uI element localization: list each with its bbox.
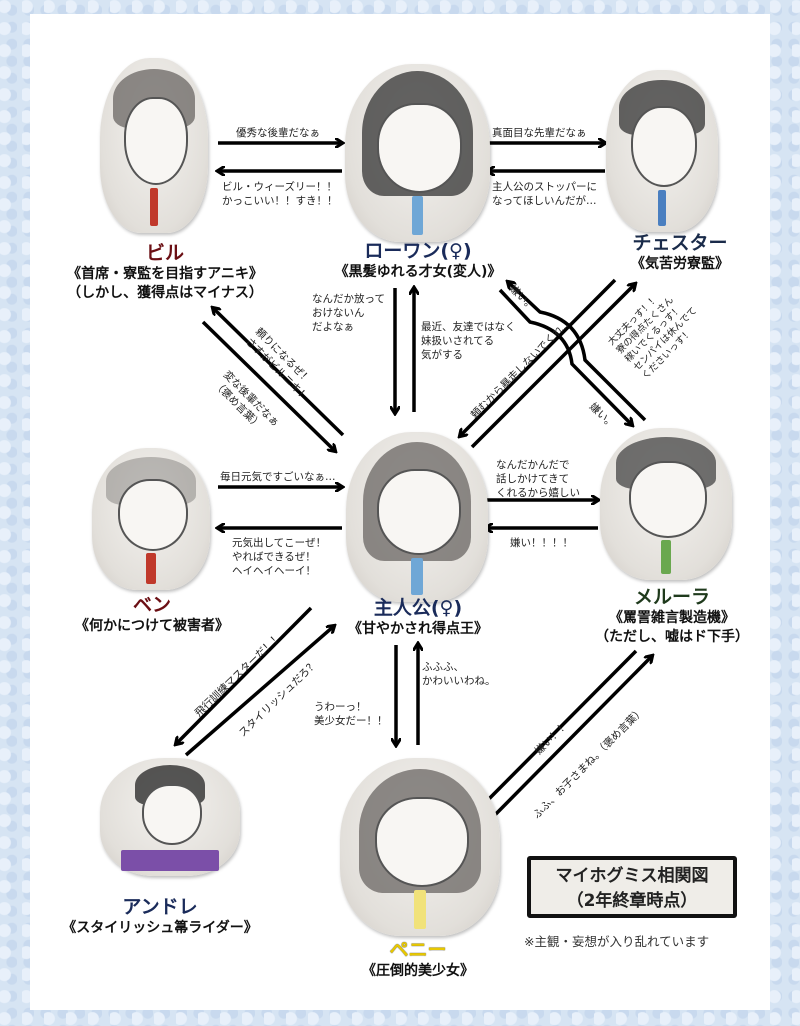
bill-desc-2: （しかし、獲得点はマイナス） [67, 285, 263, 301]
merula-desc-2: （ただし、嘘はド下手） [595, 629, 749, 645]
hero-desc: 《甘やかされ得点王》 [348, 621, 488, 637]
merula-desc: 《罵詈雑言製造機》 [609, 610, 735, 626]
hero-portrait [346, 432, 488, 602]
diagram-title-box: マイホグミス相関図 （2年終章時点） [527, 856, 737, 918]
hero-name: 主人公(♀) [373, 597, 463, 619]
label-merula-to-hero: 嫌い！！！！ [510, 537, 573, 549]
arrow-bill-to-hero [201, 320, 335, 451]
bill-portrait [100, 58, 208, 233]
arrow-merula-to-penny [470, 649, 638, 818]
label-penny-to-hero: ふふふ、 かわいいわね。 [422, 661, 496, 687]
arrow-chester-to-hero [460, 278, 617, 436]
andre-portrait [100, 758, 240, 876]
hero-name-block: 主人公(♀) 《甘やかされ得点王》 [348, 593, 488, 639]
arrow-hero-to-chester [470, 284, 635, 449]
bill-name-block: ビル 《首席・寮監を目指すアニキ》 （しかし、獲得点はマイナス） [67, 238, 263, 303]
arrow-penny-to-merula [483, 656, 652, 827]
penny-name-block: ペニー 《圧倒的美少女》 [362, 935, 474, 981]
rowan-name-block: ローワン(♀) 《黒髪ゆれる才女(変人)》 [335, 236, 502, 282]
andre-name-block: アンドレ 《スタイリッシュ箒ライダー》 [62, 892, 257, 938]
label-hero-to-merula: なんだかんだで 話しかけてきて くれるから嬉しい [496, 459, 580, 499]
ben-name-block: ベン 《何かにつけて被害者》 [75, 590, 229, 636]
chester-portrait [606, 70, 718, 232]
arrow-hero-to-bill [213, 308, 345, 437]
ben-name: ベン [132, 594, 171, 616]
diagram-note: ※主観・妄想が入り乱れています [524, 934, 710, 949]
label-hero-to-rowan: 最近、友達ではなく 妹扱いされてる 気がする [421, 321, 516, 361]
rowan-desc: 《黒髪ゆれる才女(変人)》 [334, 264, 502, 280]
diagram-subtitle: （2年終章時点） [566, 891, 698, 911]
label-rowan-to-hero: なんだか放って おけないん だよなぁ [312, 293, 385, 333]
penny-desc: 《圧倒的美少女》 [362, 963, 474, 979]
label-chester-to-rowan: 主人公のストッパーに なってほしいんだが… [492, 181, 597, 207]
bill-name: ビル [145, 242, 185, 264]
merula-name-block: メルーラ 《罵詈雑言製造機》 （ただし、嘘はド下手） [595, 582, 749, 647]
merula-portrait [600, 428, 732, 580]
chester-name-block: チェスター 《気苦労寮監》 [631, 228, 729, 274]
arrow-andre-to-hero [184, 626, 334, 757]
merula-name: メルーラ [633, 586, 710, 608]
label-ben-to-hero: 毎日元気ですごいなぁ… [220, 471, 336, 483]
diagram-title: マイホグミス相関図 [555, 866, 709, 886]
rowan-portrait [345, 64, 490, 242]
penny-portrait [340, 758, 500, 936]
label-bill-to-rowan: ビル・ウィーズリー！！ かっこいい！！すき！！ [222, 181, 338, 207]
andre-desc: 《スタイリッシュ箒ライダー》 [62, 920, 258, 936]
arrow-merula-to-rowan [508, 282, 647, 422]
chester-desc: 《気苦労寮監》 [631, 256, 729, 272]
ben-desc: 《何かにつけて被害者》 [75, 618, 229, 634]
label-hero-to-ben: 元気出してこーぜ！ やればできるぜ！ ヘイヘイヘーイ！ [232, 537, 327, 577]
andre-name: アンドレ [122, 896, 198, 918]
label-rowan-to-chester: 真面目な先輩だなぁ [492, 127, 587, 139]
rowan-name: ローワン(♀) [364, 240, 472, 262]
ben-portrait [92, 448, 210, 590]
chester-name: チェスター [632, 232, 728, 254]
label-hero-to-penny: うわーっ！ 美少女だー！！ [314, 701, 388, 727]
label-rowan-to-bill: 優秀な後輩だなぁ [236, 127, 320, 139]
arrow-hero-to-andre [176, 606, 313, 744]
bill-desc: 《首席・寮監を目指すアニキ》 [67, 266, 263, 282]
arrow-rowan-to-merula [498, 288, 632, 425]
penny-name: ペニー [389, 939, 447, 961]
